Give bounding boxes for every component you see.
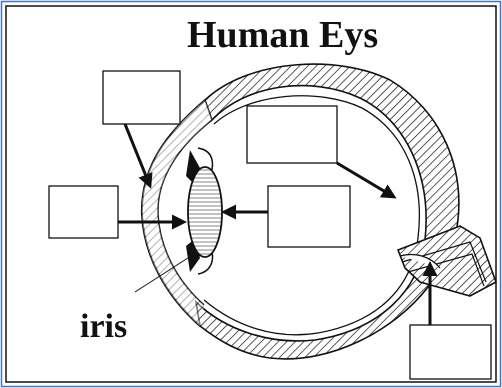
answer-box-center[interactable] (268, 186, 350, 247)
answer-box-top-right[interactable] (247, 106, 337, 163)
arrow-to-cornea (125, 124, 150, 186)
iris-label: iris (80, 308, 127, 345)
diagram-title: Human Eys (187, 14, 378, 56)
lens (188, 167, 222, 257)
answer-box-bottom-right[interactable] (410, 325, 491, 379)
answer-box-top-left[interactable] (103, 71, 180, 124)
answer-box-middle-left[interactable] (49, 186, 118, 238)
